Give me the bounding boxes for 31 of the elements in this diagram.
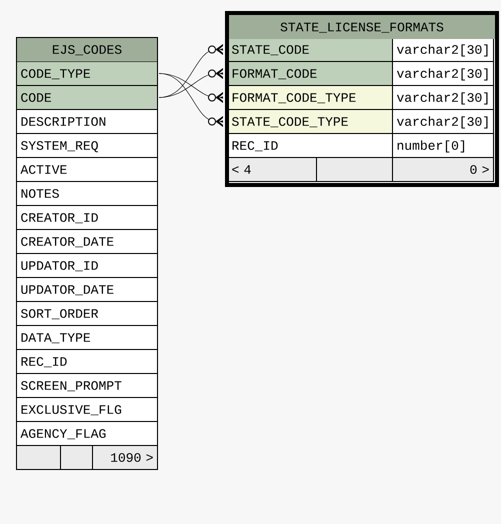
- column-name-cell: FORMAT_CODE: [227, 61, 393, 86]
- data-type-cell: number[0]: [392, 133, 494, 158]
- column-name-cell: STATE_CODE_TYPE: [227, 109, 393, 134]
- relationship-line: [158, 68, 223, 98]
- column-name-cell: SYSTEM_REQ: [16, 133, 158, 158]
- column-name-cell: EXCLUSIVE_FLG: [16, 397, 158, 422]
- column-name-cell: UPDATOR_DATE: [16, 277, 158, 302]
- data-type-cell: varchar2[30]: [392, 85, 494, 110]
- child-count-cell: 0 >: [392, 157, 494, 182]
- column-name-cell: SORT_ORDER: [16, 301, 158, 326]
- column-name-cell: REC_ID: [227, 133, 393, 158]
- data-type-cell: varchar2[30]: [392, 109, 494, 134]
- column-name-cell: ACTIVE: [16, 157, 158, 182]
- column-name-cell: UPDATOR_ID: [16, 253, 158, 278]
- column-name-cell: CREATOR_DATE: [16, 229, 158, 254]
- column-name-cell: FORMAT_CODE_TYPE: [227, 85, 393, 110]
- relationship-line: [158, 44, 223, 98]
- column-name-cell: SCREEN_PROMPT: [16, 373, 158, 398]
- data-type-cell: varchar2[30]: [392, 61, 494, 86]
- parent-count-cell: < 4: [227, 157, 317, 182]
- column-name-cell: NOTES: [16, 181, 158, 206]
- column-name-cell: STATE_CODE: [227, 37, 393, 62]
- column-name-cell: DESCRIPTION: [16, 109, 158, 134]
- column-name-cell: REC_ID: [16, 349, 158, 374]
- column-name-cell: AGENCY_FLAG: [16, 421, 158, 446]
- column-name-cell: DATA_TYPE: [16, 325, 158, 350]
- column-name-cell: CODE_TYPE: [16, 61, 158, 86]
- column-name-cell: CREATOR_ID: [16, 205, 158, 230]
- relationship-line: [158, 73, 223, 127]
- column-name-cell: CODE: [16, 85, 158, 110]
- data-type-cell: varchar2[30]: [392, 37, 494, 62]
